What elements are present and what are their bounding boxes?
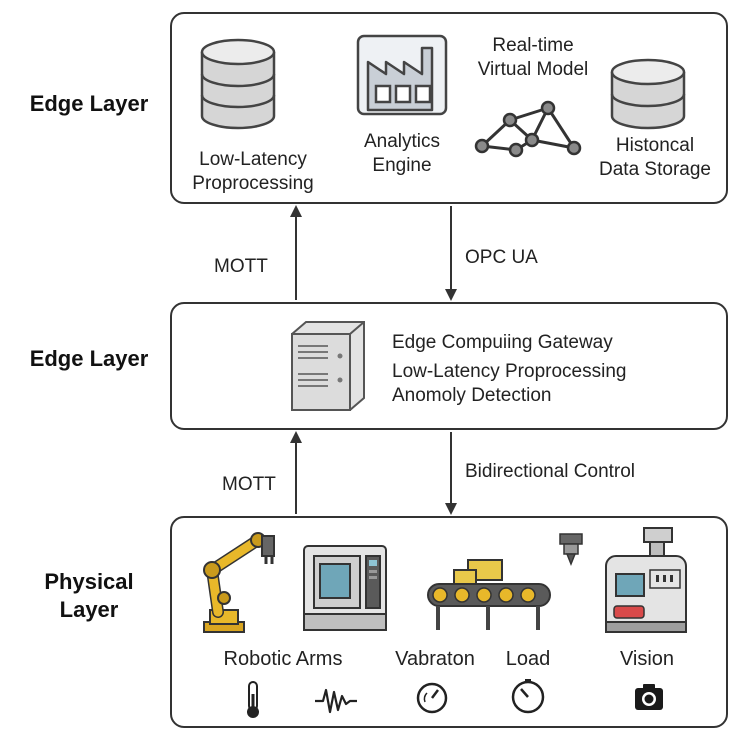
gauge-icon xyxy=(416,682,448,714)
network-graph-icon xyxy=(474,100,582,158)
camera-icon xyxy=(635,684,663,710)
thermometer-icon xyxy=(247,681,259,718)
gateway-line1: Edge Compuiing Gateway xyxy=(392,332,613,353)
mqtt-label-bottom: MOTT xyxy=(222,474,276,495)
factory-icon xyxy=(356,34,448,116)
robotic-arm-icon xyxy=(203,532,275,633)
edge-gateway-box xyxy=(170,302,728,430)
virtual-model-label: Real-time Virtual Model xyxy=(477,35,589,80)
gateway-description: Edge Compuiing Gateway Low-Latency Propr… xyxy=(392,328,712,410)
server-icon xyxy=(291,321,365,411)
mqtt-label-top: MOTT xyxy=(214,256,268,277)
vision-label: Vision xyxy=(619,648,675,670)
vision-machine-icon xyxy=(605,527,687,633)
database-icon xyxy=(200,38,276,130)
preprocessing-label: Low-Latency Proprocessing xyxy=(192,149,314,194)
nozzle-icon xyxy=(559,533,583,567)
storage-database-icon xyxy=(610,58,686,130)
opc-ua-down-arrow xyxy=(445,206,457,301)
analytics-engine-label: Analytics Engine xyxy=(363,131,441,176)
cnc-machine-icon xyxy=(303,545,387,631)
robotic-arms-label: Robotic Arms xyxy=(223,648,343,670)
conveyor-belt-icon xyxy=(427,559,551,630)
physical-layer-label: Physical Layer xyxy=(14,568,164,624)
gateway-line2: Low-Latency Proprocessing xyxy=(392,361,627,382)
bidirectional-control-label: Bidirectional Control xyxy=(465,461,636,482)
middle-layer-label: Edge Layer xyxy=(29,346,149,371)
opc-ua-label: OPC UA xyxy=(465,247,538,268)
physical-layer-label-line2: Layer xyxy=(59,597,119,622)
load-label: Load xyxy=(505,648,551,670)
top-layer-label: Edge Layer xyxy=(29,91,149,116)
vibration-label: Vabraton xyxy=(395,648,475,670)
gateway-line3: Anomoly Detection xyxy=(392,385,552,406)
load-dial-icon xyxy=(511,679,545,714)
mqtt-up-arrow-bottom xyxy=(290,431,302,514)
physical-layer-label-line1: Physical xyxy=(44,569,134,594)
vibration-wave-icon xyxy=(315,688,357,714)
historical-storage-label: Histoncal Data Storage xyxy=(599,135,711,180)
bidirectional-control-arrow xyxy=(445,432,457,515)
mqtt-up-arrow-top xyxy=(290,205,302,300)
